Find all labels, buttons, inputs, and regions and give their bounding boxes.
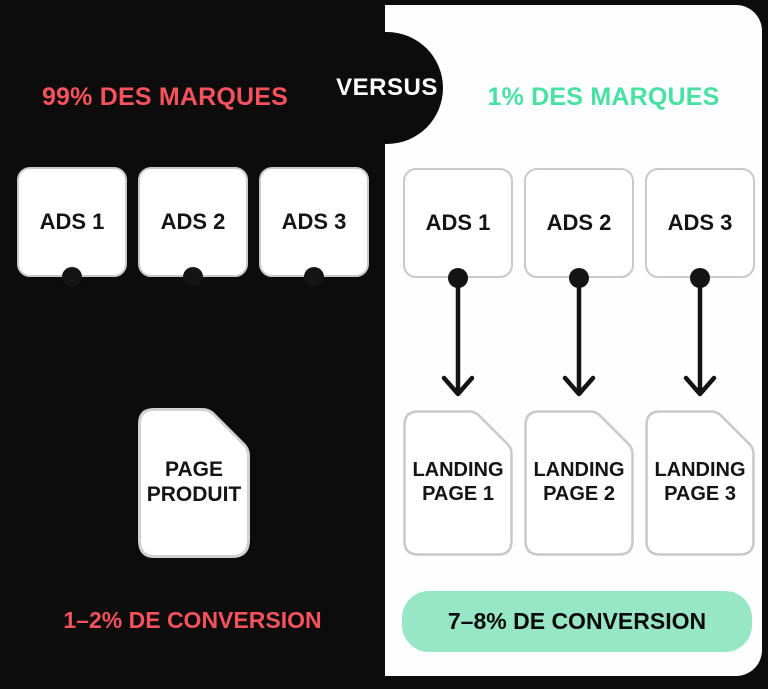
left-column-title: 99% DES MARQUES (41, 83, 289, 111)
left-ad-card-2: ADS 2 (138, 167, 248, 287)
versus-label: VERSUS (336, 74, 438, 101)
landing-pages-row: LANDING PAGE 1 LANDING PAGE 2 LANDING PA… (403, 410, 755, 556)
ad-label: ADS 3 (281, 209, 347, 234)
product-page-card: PAGE PRODUIT (138, 408, 250, 558)
down-arrow-icon (562, 277, 596, 397)
left-conversion-label: 1–2% DE CONVERSION (63, 607, 322, 633)
landing-page-label: LANDING PAGE 2 (533, 459, 625, 505)
document-shape-icon (524, 410, 634, 556)
document-shape-icon (403, 410, 513, 556)
right-ad-card-2: ADS 2 (524, 168, 634, 288)
right-ad-card-3: ADS 3 (645, 168, 755, 288)
landing-page-label: LANDING PAGE 1 (412, 459, 504, 505)
left-ads-row: ADS 1 ADS 2 ADS 3 (17, 167, 369, 287)
right-ad-card-1: ADS 1 (403, 168, 513, 288)
ad-label: ADS 1 (425, 210, 491, 235)
connector-dot-icon (62, 267, 82, 287)
versus-badge: VERSUS (331, 32, 443, 144)
document-shape-icon (645, 410, 755, 556)
connector-dot-icon (304, 267, 324, 287)
landing-page-card-3: LANDING PAGE 3 (645, 410, 755, 556)
down-arrow-icon (441, 277, 475, 397)
ad-label: ADS 1 (39, 209, 105, 234)
connector-dot-icon (183, 267, 203, 287)
landing-page-label: LANDING PAGE 3 (654, 459, 746, 505)
right-column-title: 1% DES MARQUES (487, 83, 720, 111)
product-page-label: PAGE PRODUIT (146, 458, 242, 506)
right-conversion-pill: 7–8% DE CONVERSION (402, 591, 752, 652)
ad-label: ADS 3 (667, 210, 733, 235)
landing-page-card-1: LANDING PAGE 1 (403, 410, 513, 556)
landing-page-card-2: LANDING PAGE 2 (524, 410, 634, 556)
document-shape-icon (138, 408, 250, 558)
left-ad-card-3: ADS 3 (259, 167, 369, 287)
right-conversion-label: 7–8% DE CONVERSION (447, 608, 707, 634)
right-ads-row: ADS 1 ADS 2 ADS 3 (403, 168, 755, 288)
down-arrow-icon (683, 277, 717, 397)
ad-label: ADS 2 (160, 209, 226, 234)
left-ad-card-1: ADS 1 (17, 167, 127, 287)
ad-label: ADS 2 (546, 210, 612, 235)
